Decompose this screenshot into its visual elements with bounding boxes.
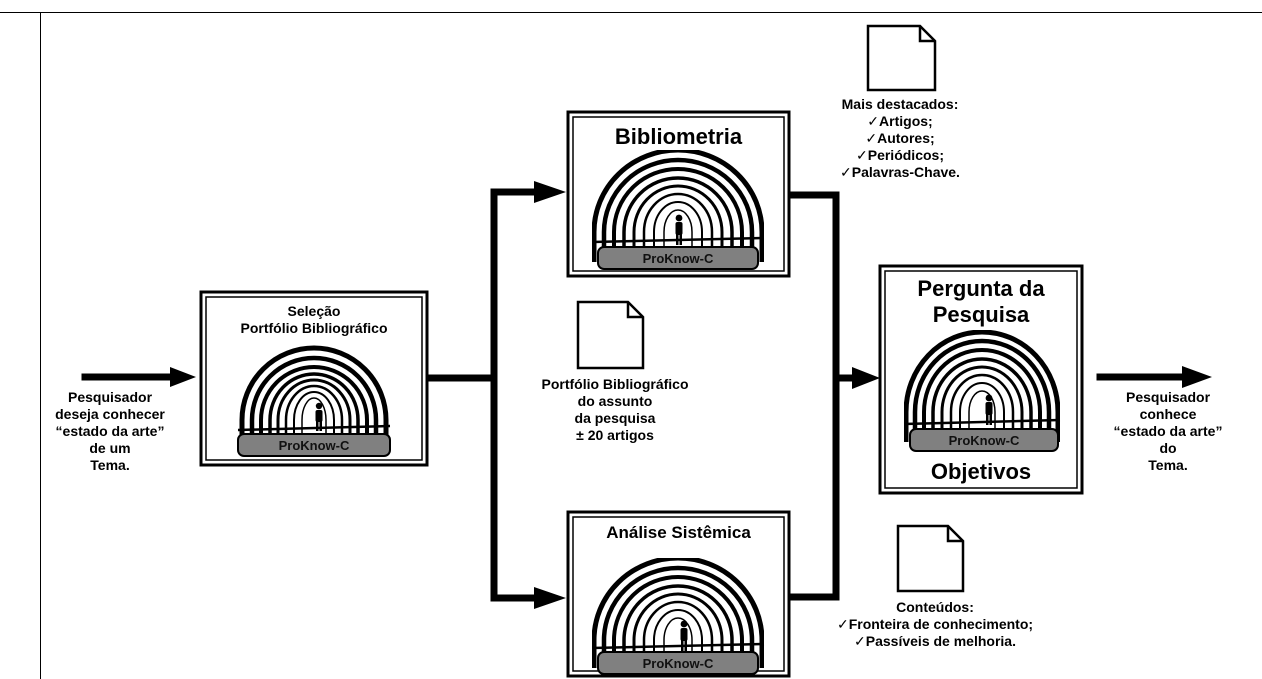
- portfolio-line: ± 20 artigos: [576, 427, 654, 443]
- proknow-badge: [597, 651, 759, 675]
- pergunta-subtitle: Objetivos: [930, 459, 1032, 484]
- list-item: ✓Fronteira de conhecimento;: [800, 616, 1070, 633]
- portfolio-line: do assunto: [577, 393, 653, 409]
- tunnel-icon: [239, 345, 389, 446]
- check-mark-icon: ✓: [865, 130, 878, 146]
- portfolio-line: da pesquisa: [574, 410, 656, 426]
- list-item-label: Palavras-Chave.: [851, 164, 960, 180]
- output-label: Pesquisador conhece “estado da arte” do …: [1098, 389, 1238, 474]
- analise-notes: Conteúdos: ✓Fronteira de conhecimento; ✓…: [800, 599, 1070, 650]
- selection-title-line: Portfólio Bibliográfico: [240, 320, 388, 336]
- input-label: Pesquisador deseja conhecer “estado da a…: [40, 389, 180, 474]
- proknow-badge-label: ProKnow-C: [279, 438, 350, 453]
- proknow-badge-label: ProKnow-C: [643, 656, 714, 671]
- selection-title: Seleção Portfólio Bibliográfico: [206, 303, 422, 337]
- bibliometria-title: Bibliometria: [614, 124, 743, 149]
- output-line: Tema.: [1148, 457, 1188, 473]
- bibliometria-box: ProKnow-C: [566, 110, 791, 278]
- list-item: ✓Passíveis de melhoria.: [800, 633, 1070, 650]
- input-line: Tema.: [90, 457, 130, 473]
- check-mark-icon: ✓: [836, 616, 849, 632]
- output-line: Pesquisador: [1125, 389, 1211, 405]
- list-item: ✓Palavras-Chave.: [800, 164, 1000, 181]
- arrow-right-icon: [534, 181, 566, 203]
- list-item: ✓Autores;: [800, 130, 1000, 147]
- arrow-right-icon: [170, 367, 196, 387]
- list-item-label: Autores;: [877, 130, 935, 146]
- page-frame-left: [40, 12, 41, 679]
- document-icon: [866, 24, 937, 92]
- pergunta-box: ProKnow-C: [878, 264, 1084, 495]
- arrowheads: [170, 181, 1212, 609]
- bibliometria-notes: Mais destacados: ✓Artigos; ✓Autores; ✓Pe…: [800, 96, 1000, 181]
- tunnel-icon: [904, 330, 1060, 442]
- selection-title-line: Seleção: [287, 303, 341, 319]
- output-line: do: [1159, 440, 1177, 456]
- list-item: ✓Periódicos;: [800, 147, 1000, 164]
- check-mark-icon: ✓: [854, 633, 866, 649]
- selection-box: ProKnow-C: [199, 290, 429, 467]
- pergunta-title-line: Pergunta da: [917, 276, 1045, 301]
- arrow-right-icon: [534, 587, 566, 609]
- list-item-label: Passíveis de melhoria.: [865, 633, 1016, 649]
- proknow-badge-label: ProKnow-C: [643, 251, 714, 266]
- person-silhouette-icon: [315, 402, 323, 431]
- pergunta-title: Pergunta da Pesquisa: [885, 276, 1077, 328]
- arrow-right-icon: [852, 367, 880, 389]
- arrow-right-icon: [1182, 366, 1212, 388]
- person-silhouette-icon: [985, 394, 993, 425]
- list-item: ✓Artigos;: [800, 113, 1000, 130]
- proknow-badge-label: ProKnow-C: [949, 433, 1020, 448]
- analise-title: Análise Sistêmica: [606, 523, 751, 542]
- proknow-badge: [909, 428, 1059, 452]
- check-mark-icon: ✓: [856, 147, 868, 163]
- bibliometria-notes-heading: Mais destacados:: [841, 96, 959, 112]
- input-line: Pesquisador: [67, 389, 153, 405]
- tunnel-icon: [592, 558, 764, 668]
- list-item-label: Periódicos;: [867, 147, 944, 163]
- output-line: conhece: [1139, 406, 1197, 422]
- output-line: “estado da arte”: [1113, 423, 1223, 439]
- page-frame-top: [0, 12, 1262, 13]
- document-icon: [896, 524, 965, 593]
- portfolio-line: Portfólio Bibliográfico: [541, 376, 689, 392]
- list-item-label: Artigos;: [879, 113, 933, 129]
- input-line: de um: [89, 440, 131, 456]
- list-item-label: Fronteira de conhecimento;: [848, 616, 1034, 632]
- input-line: deseja conhecer: [55, 406, 165, 422]
- tunnel-icon: [592, 150, 764, 262]
- analise-box: ProKnow-C: [566, 510, 791, 678]
- connector-lines: [81, 188, 1188, 602]
- check-mark-icon: ✓: [840, 164, 852, 180]
- proknow-badge: [597, 246, 759, 270]
- analise-notes-heading: Conteúdos:: [896, 599, 974, 615]
- document-icon: [576, 300, 645, 370]
- pergunta-title-line: Pesquisa: [932, 302, 1030, 327]
- input-line: “estado da arte”: [55, 423, 165, 439]
- portfolio-label: Portfólio Bibliográfico do assunto da pe…: [500, 376, 730, 444]
- proknow-badge: [237, 433, 391, 457]
- check-mark-icon: ✓: [867, 113, 880, 129]
